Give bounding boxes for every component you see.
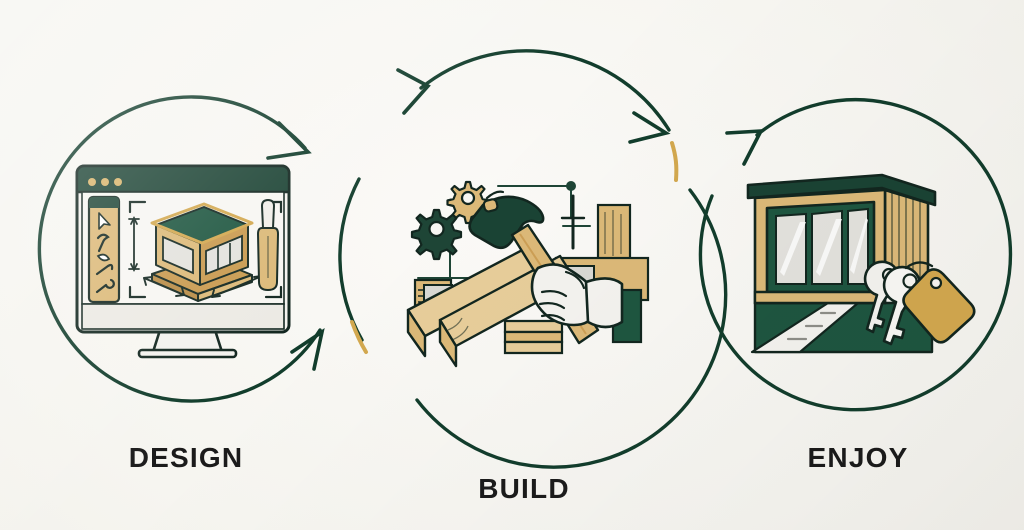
gear-green-center <box>428 220 445 238</box>
glass-glare-3 <box>850 218 868 274</box>
screwdriver-tool-icon <box>95 278 115 294</box>
plank-front-end <box>438 318 458 368</box>
stage-label-design: DESIGN <box>128 442 244 473</box>
crop-bracket-tl <box>128 200 147 214</box>
measure-arrow-left <box>143 277 185 296</box>
monitor-chin <box>81 303 285 330</box>
window-dot-1 <box>88 178 96 186</box>
build-ring-arrowhead-right <box>628 111 671 144</box>
gear-gold-center <box>460 190 476 206</box>
dimension-arrow-up <box>130 215 138 225</box>
hand-finger-3 <box>540 314 566 322</box>
cabin-sill <box>753 290 887 305</box>
blueprint-node-dot <box>566 181 576 191</box>
build-ring-arrowhead-left <box>396 68 431 115</box>
lumber-block-upright <box>596 203 632 263</box>
gold-arc-upper-right <box>670 141 679 182</box>
stage-label-enjoy: ENJOY <box>807 442 909 473</box>
design-ring-bottom-arrowhead <box>290 328 325 371</box>
crop-bracket-br <box>264 285 283 299</box>
glass-glare-2 <box>816 219 842 276</box>
cabin-model-roof-rim <box>150 202 254 245</box>
glass-glare-1 <box>780 222 806 276</box>
enjoy-ring-arc <box>698 98 1013 412</box>
build-ring-arc-right <box>415 188 728 469</box>
cabin-model-right-window <box>205 234 243 276</box>
hammer-claw-notch <box>485 190 505 200</box>
measure-arrow-left-head-b <box>175 287 185 297</box>
key-fob-hole <box>929 276 943 290</box>
wrench-tool-icon <box>95 263 114 276</box>
lumber-block-upright-grain <box>604 210 622 256</box>
build-ring-arc-top <box>419 49 671 132</box>
hammer-collar <box>482 198 499 213</box>
cad-tool-palette-header <box>89 197 119 208</box>
window-dot-2 <box>101 178 109 186</box>
hand-thumb <box>564 270 586 290</box>
cabin-model-left-window <box>162 235 194 275</box>
design-ring-arrowhead <box>266 121 312 160</box>
cabin-roof <box>746 173 937 207</box>
measure-arrow-right <box>211 275 263 298</box>
keys-group <box>863 260 976 346</box>
monitor-stand-base <box>137 348 238 359</box>
key-ring <box>904 261 934 270</box>
measure-arrow-right-head-a <box>211 289 221 298</box>
hand-finger-2 <box>538 302 566 310</box>
measure-arrow-left-head-a <box>143 276 153 286</box>
key-front-hole <box>902 273 918 289</box>
stage-label-build: BUILD <box>478 473 570 504</box>
gold-arc-lower-left <box>350 320 368 354</box>
plywood-sheet-1 <box>503 340 564 355</box>
hammer-tool-icon <box>96 233 110 253</box>
monitor-title-bar <box>75 164 291 194</box>
plank-back-end <box>406 308 427 358</box>
hand-finger-1 <box>540 290 568 298</box>
cursor-tool-icon <box>98 212 111 230</box>
key-fob-tag <box>902 268 976 344</box>
window-dot-3 <box>114 178 122 186</box>
hand-wrist-sleeve <box>584 277 624 329</box>
enjoy-ring-arrowhead <box>725 129 765 166</box>
cabin-model-base-right <box>197 274 253 302</box>
saw-tool-icon <box>96 253 111 262</box>
dimension-arrow-down <box>130 263 138 273</box>
design-ring-arc <box>37 95 322 403</box>
plank-grain-lines <box>447 317 469 341</box>
crop-bracket-bl <box>128 285 147 299</box>
